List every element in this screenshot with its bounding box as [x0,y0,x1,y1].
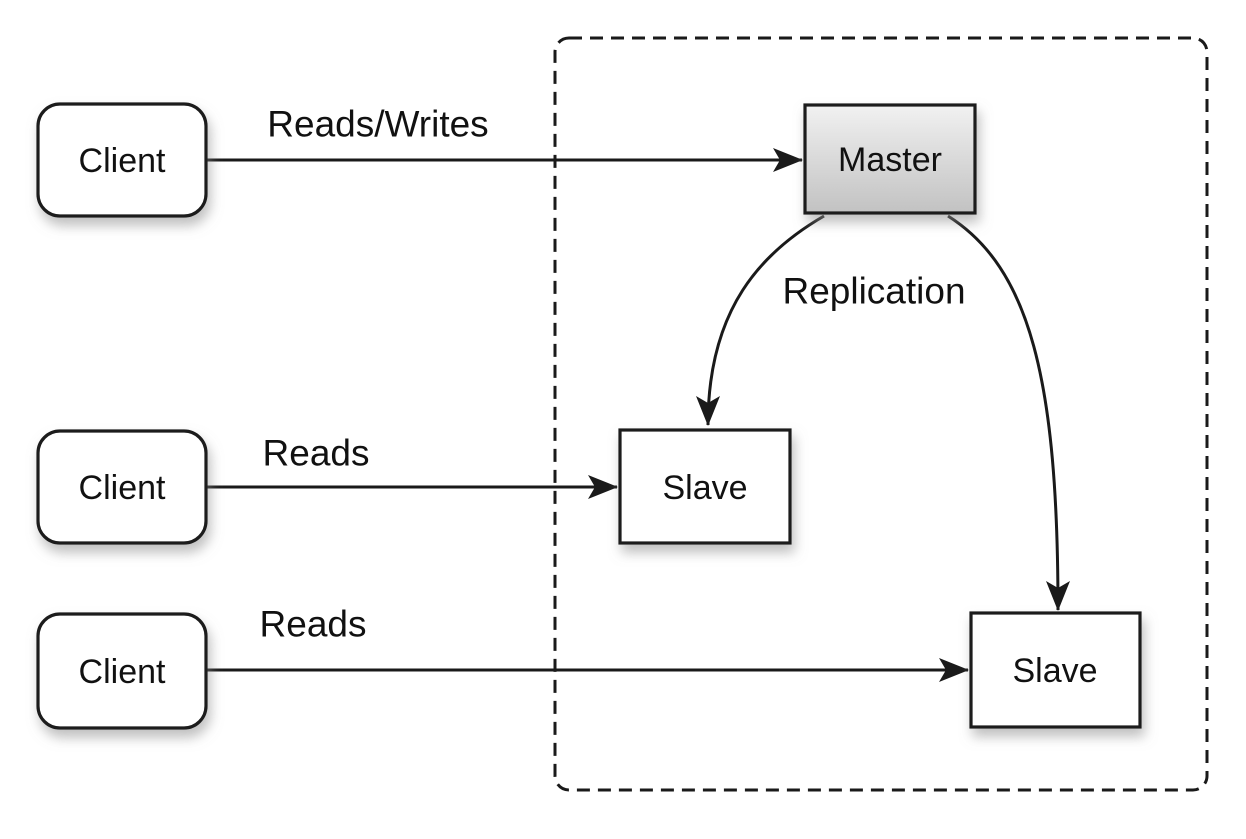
client-3-label: Client [79,653,166,691]
edge-master-slave2 [947,214,1070,611]
edge-master-slave1 [696,214,825,426]
slave-1-box [618,428,792,545]
replication-boundary [553,36,1209,792]
client-2-label: Client [79,469,166,507]
slave-1-label: Slave [662,469,747,507]
node-client-1: Client [36,102,208,218]
client-1-box [36,102,208,218]
client-3-box [36,612,208,730]
slave-2-label: Slave [1012,652,1097,690]
master-box [803,103,977,215]
client-1-label: Client [79,142,166,180]
node-client-2: Client [36,429,208,545]
edge-label-reads-2: Reads [260,604,367,645]
edge-label-replication: Replication [782,271,965,312]
node-slave-1: Slave [618,428,792,545]
node-client-3: Client [36,612,208,730]
node-master: Master [803,103,977,215]
node-slave-2: Slave [969,611,1142,729]
edge-label-reads-1: Reads [263,433,370,474]
slave-2-box [969,611,1142,729]
master-label: Master [838,141,942,179]
client-2-box [36,429,208,545]
edge-label-reads-writes: Reads/Writes [267,104,488,145]
